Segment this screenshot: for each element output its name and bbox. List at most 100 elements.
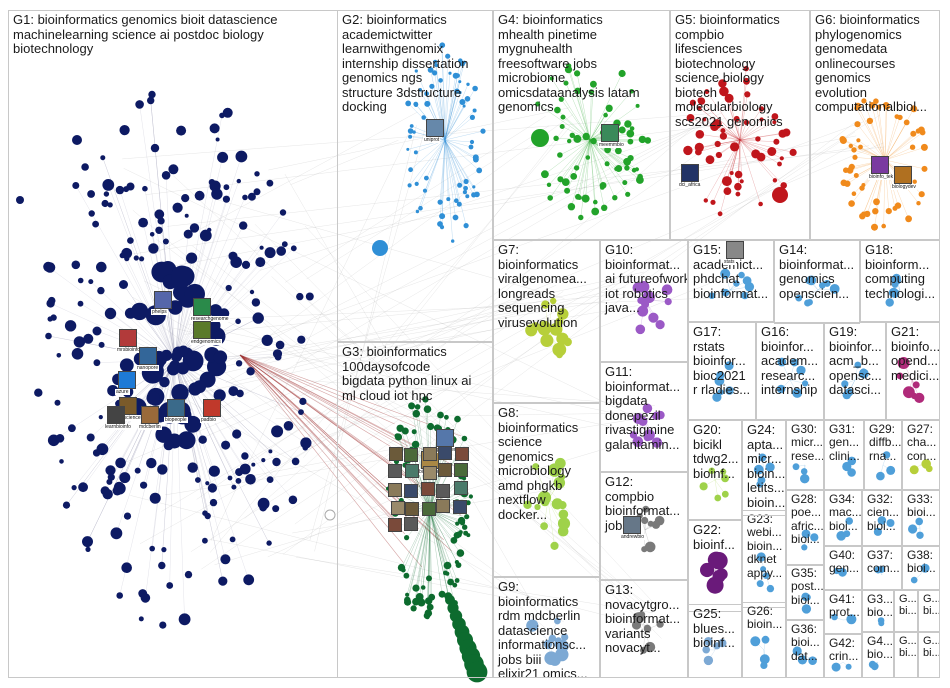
node-g5[interactable] xyxy=(697,97,706,105)
node-g4[interactable] xyxy=(578,214,584,221)
avatar[interactable] xyxy=(107,406,125,424)
node-g2[interactable] xyxy=(465,194,470,199)
node-g1[interactable] xyxy=(119,280,128,289)
node-g4[interactable] xyxy=(618,126,626,134)
node-g5[interactable] xyxy=(683,145,693,156)
node-g1[interactable] xyxy=(71,348,84,360)
node-g2[interactable] xyxy=(407,183,412,188)
node-g2[interactable] xyxy=(463,185,468,191)
node-g1[interactable] xyxy=(149,545,155,552)
node-g11[interactable] xyxy=(643,429,655,441)
node-g4[interactable] xyxy=(622,180,628,186)
node-g6[interactable] xyxy=(905,215,912,223)
node-g1[interactable] xyxy=(106,478,113,485)
node-g6[interactable] xyxy=(894,202,902,209)
node-g22[interactable] xyxy=(710,552,728,570)
node-g24[interactable] xyxy=(753,464,764,475)
node-g1[interactable] xyxy=(119,472,131,484)
node-g15[interactable] xyxy=(738,271,745,279)
node-g18[interactable] xyxy=(892,273,901,283)
node-g2[interactable] xyxy=(462,190,467,195)
avatar[interactable] xyxy=(389,447,403,461)
node-g1[interactable] xyxy=(186,252,198,264)
node-g1[interactable] xyxy=(146,391,160,405)
node-g1[interactable] xyxy=(279,209,287,216)
node-g23[interactable] xyxy=(760,566,767,573)
node-g1[interactable] xyxy=(177,431,196,450)
node-g1[interactable] xyxy=(161,547,167,553)
node-g1[interactable] xyxy=(252,312,264,324)
node-g39[interactable] xyxy=(878,620,885,627)
node-g2[interactable] xyxy=(458,80,462,84)
node-g40[interactable] xyxy=(833,567,840,575)
node-g6[interactable] xyxy=(853,173,859,178)
avatar[interactable] xyxy=(119,329,137,347)
node-g4[interactable] xyxy=(615,147,622,155)
node-g1[interactable] xyxy=(281,241,288,248)
node-g2[interactable] xyxy=(418,205,423,211)
node-g5[interactable] xyxy=(759,117,764,122)
node-g2[interactable] xyxy=(429,83,435,89)
node-g5[interactable] xyxy=(697,106,702,110)
node-g16[interactable] xyxy=(792,388,803,398)
avatar[interactable] xyxy=(426,119,444,137)
node-g3[interactable] xyxy=(420,585,426,590)
node-g3[interactable] xyxy=(405,592,410,597)
node-g1[interactable] xyxy=(207,483,217,493)
node-g3[interactable] xyxy=(437,411,444,419)
node-g3[interactable] xyxy=(443,570,448,576)
node-g1[interactable] xyxy=(64,320,77,332)
node-g8[interactable] xyxy=(537,491,552,505)
avatar[interactable] xyxy=(436,484,450,498)
node-g2[interactable] xyxy=(469,139,475,145)
node-g3[interactable] xyxy=(408,402,416,410)
node-g32[interactable] xyxy=(873,527,883,536)
node-g1[interactable] xyxy=(209,123,220,134)
node-g1[interactable] xyxy=(155,426,172,443)
node-g4[interactable] xyxy=(553,135,559,141)
avatar[interactable] xyxy=(453,500,467,514)
node-g25[interactable] xyxy=(718,638,727,648)
node-g1[interactable] xyxy=(184,570,193,579)
node-g1[interactable] xyxy=(87,190,95,198)
node-g1[interactable] xyxy=(121,562,132,573)
avatar[interactable] xyxy=(391,501,405,515)
node-g1[interactable] xyxy=(121,247,133,259)
node-g1[interactable] xyxy=(251,298,261,307)
node-g4[interactable] xyxy=(626,129,635,138)
node-g4[interactable] xyxy=(635,103,640,108)
node-g11[interactable] xyxy=(651,437,663,448)
node-g5[interactable] xyxy=(778,129,787,138)
node-g1[interactable] xyxy=(255,257,266,268)
node-g1[interactable] xyxy=(176,362,190,375)
node-g6[interactable] xyxy=(872,208,879,215)
node-g5[interactable] xyxy=(710,199,716,205)
node-g30[interactable] xyxy=(792,463,800,471)
node-g16[interactable] xyxy=(796,365,806,375)
node-g15[interactable] xyxy=(708,292,716,300)
node-g1[interactable] xyxy=(158,561,166,570)
node-g1[interactable] xyxy=(119,358,134,373)
node-g2[interactable] xyxy=(439,42,446,48)
node-g8[interactable] xyxy=(523,500,532,509)
node-g2[interactable] xyxy=(437,221,443,227)
node-g14[interactable] xyxy=(795,294,803,302)
node-g1[interactable] xyxy=(202,510,208,516)
node-g1[interactable] xyxy=(218,576,228,586)
avatar[interactable] xyxy=(454,481,468,495)
node-g4[interactable] xyxy=(574,87,581,95)
node-g3[interactable] xyxy=(454,578,460,583)
node-g6[interactable] xyxy=(854,121,861,128)
node-g1[interactable] xyxy=(47,296,56,305)
node-g9[interactable] xyxy=(555,639,569,653)
node-g1[interactable] xyxy=(155,226,163,234)
node-g4[interactable] xyxy=(535,101,541,107)
node-g1[interactable] xyxy=(299,397,307,405)
node-g2[interactable] xyxy=(463,223,469,229)
node-g1[interactable] xyxy=(59,459,64,464)
node-g1[interactable] xyxy=(171,265,193,288)
node-g4[interactable] xyxy=(593,199,598,205)
node-g2[interactable] xyxy=(424,91,429,97)
node-g4[interactable] xyxy=(567,203,576,211)
node-g2[interactable] xyxy=(466,82,470,87)
